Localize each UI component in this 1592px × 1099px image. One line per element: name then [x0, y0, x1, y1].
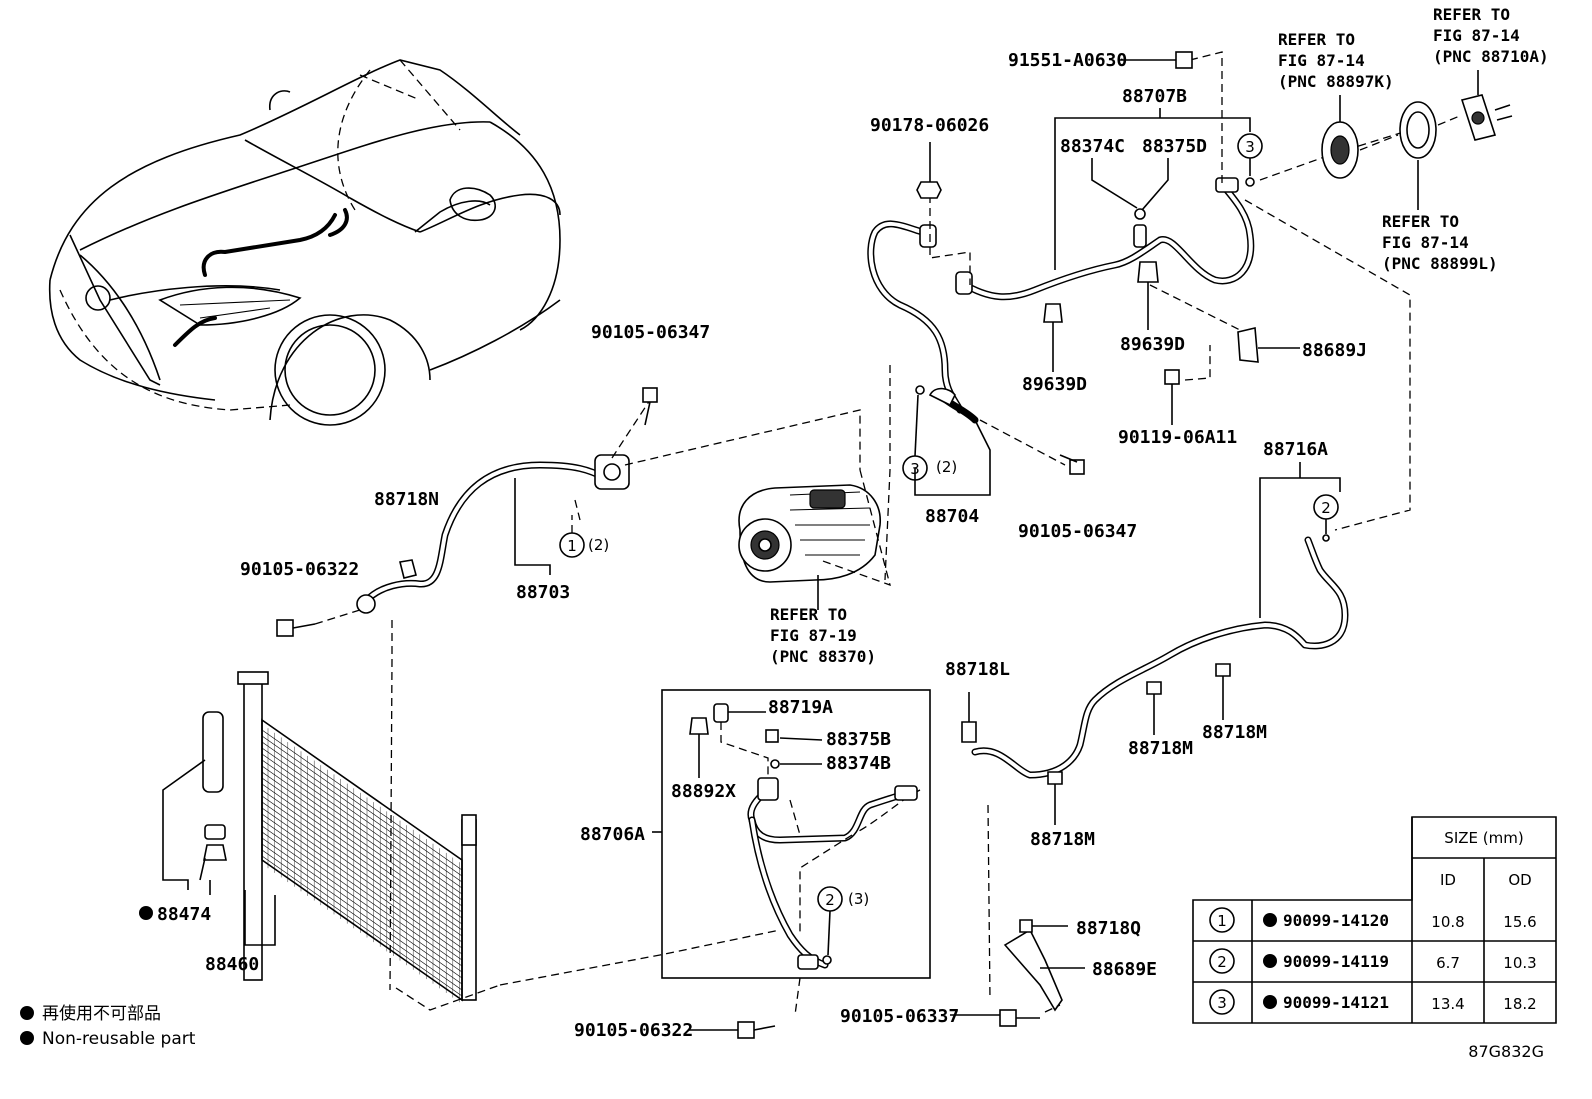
label-88718L[interactable]: 88718L	[945, 659, 1010, 680]
size-row-od: 18.2	[1503, 995, 1536, 1013]
refer-88370-line3[interactable]: (PNC 88370)	[770, 647, 876, 666]
liquid-tube-88716A	[851, 462, 1349, 836]
legend-text-en: Non-reusable part	[42, 1029, 196, 1049]
refer-88370-line2: FIG 87-19	[770, 626, 857, 645]
label-88689J[interactable]: 88689J	[1302, 340, 1367, 361]
size-row-ref: 1	[1217, 912, 1227, 930]
label-90105-06322-bottom[interactable]: 90105-06322	[574, 1020, 693, 1041]
callout-1-qty: (2)	[588, 536, 609, 554]
label-90178-06026[interactable]: 90178-06026	[870, 115, 989, 136]
label-88375D[interactable]: 88375D	[1142, 136, 1207, 157]
tube-box-88706A	[499, 689, 1085, 1039]
label-88718M-right[interactable]: 88718M	[1202, 722, 1267, 743]
legend-text-jp: 再使用不可部品	[42, 1003, 161, 1024]
size-table-row: 1 90099-14120 10.8 15.6	[1209, 907, 1537, 933]
refer-88899L-line2: FIG 87-14	[1382, 233, 1469, 252]
refer-88710A-line2: FIG 87-14	[1433, 26, 1520, 45]
label-88703[interactable]: 88703	[516, 582, 570, 603]
size-table-row: 2 90099-14119 6.7 10.3	[1209, 948, 1537, 974]
size-row-part[interactable]: 90099-14119	[1283, 952, 1389, 971]
label-90105-06347-lower[interactable]: 90105-06347	[1018, 521, 1137, 542]
size-table-header: SIZE (mm)	[1444, 829, 1523, 847]
label-88718Q[interactable]: 88718Q	[1076, 918, 1141, 939]
label-90119-06A11[interactable]: 90119-06A11	[1118, 427, 1237, 448]
refer-88899L-line3[interactable]: (PNC 88899L)	[1382, 254, 1498, 273]
legend-dot-en	[20, 1031, 34, 1045]
non-reusable-dot	[1263, 954, 1277, 968]
size-row-od: 15.6	[1503, 913, 1536, 931]
suction-tube-88707B	[916, 51, 1411, 531]
refer-88370-line1: REFER TO	[770, 605, 847, 624]
label-90105-06347-upper[interactable]: 90105-06347	[591, 322, 710, 343]
callout-2-right-number: 2	[1321, 499, 1331, 517]
size-row-id: 13.4	[1431, 995, 1464, 1013]
legend: 再使用不可部品 Non-reusable part	[20, 1003, 196, 1049]
label-88707B[interactable]: 88707B	[1122, 86, 1187, 107]
label-88718N[interactable]: 88718N	[374, 489, 439, 510]
label-88718M-lower[interactable]: 88718M	[1030, 829, 1095, 850]
callout-2-box-number: 2	[825, 891, 835, 909]
size-table: SIZE (mm) ID OD 1 90099-14120 10.8 15.6 …	[1192, 816, 1557, 1024]
suction-hose	[867, 220, 1085, 581]
label-88706A[interactable]: 88706A	[580, 824, 645, 845]
size-row-ref: 2	[1217, 953, 1227, 971]
label-88474[interactable]: 88474	[157, 904, 211, 925]
legend-dot-jp	[20, 1006, 34, 1020]
size-row-part[interactable]: 90099-14121	[1283, 993, 1389, 1012]
condenser	[162, 671, 501, 1011]
label-88689E[interactable]: 88689E	[1092, 959, 1157, 980]
label-88460[interactable]: 88460	[205, 954, 259, 975]
size-table-col-id: ID	[1440, 871, 1456, 889]
size-row-id: 6.7	[1436, 954, 1460, 972]
refer-88897K-line2: FIG 87-14	[1278, 51, 1365, 70]
callout-3-lower-qty: (2)	[936, 458, 957, 476]
car-illustration	[48, 59, 561, 426]
label-88716A[interactable]: 88716A	[1263, 439, 1328, 460]
non-reusable-dot-88474	[139, 906, 153, 920]
size-row-id: 10.8	[1431, 913, 1464, 931]
refer-88897K-line1: REFER TO	[1278, 30, 1355, 49]
expansion-valve-parts	[1321, 70, 1513, 210]
oring-callouts: 1 (2) 3 3 (2) 2 2 (3)	[559, 133, 1339, 956]
size-row-od: 10.3	[1503, 954, 1536, 972]
label-88375B[interactable]: 88375B	[826, 729, 891, 750]
label-88892X[interactable]: 88892X	[671, 781, 736, 802]
label-89639D-left[interactable]: 89639D	[1022, 374, 1087, 395]
label-90105-06337[interactable]: 90105-06337	[840, 1006, 959, 1027]
label-88374B[interactable]: 88374B	[826, 753, 891, 774]
size-row-part[interactable]: 90099-14120	[1283, 911, 1389, 930]
label-88719A[interactable]: 88719A	[768, 697, 833, 718]
label-91551-A0630[interactable]: 91551-A0630	[1008, 50, 1127, 71]
refer-88897K-line3[interactable]: (PNC 88897K)	[1278, 72, 1394, 91]
discharge-hose	[276, 387, 861, 991]
callout-3-upper-number: 3	[1245, 138, 1255, 156]
size-row-ref: 3	[1217, 994, 1227, 1012]
refer-notes: REFER TO FIG 87-14 (PNC 88897K) REFER TO…	[770, 5, 1549, 666]
refer-88710A-line1: REFER TO	[1433, 5, 1510, 24]
callout-2-box-qty: (3)	[848, 890, 869, 908]
non-reusable-dot	[1263, 995, 1277, 1009]
refer-88899L-line1: REFER TO	[1382, 212, 1459, 231]
figure-code: 87G832G	[1468, 1042, 1544, 1061]
callout-1-number: 1	[567, 537, 577, 555]
label-90105-06322-left[interactable]: 90105-06322	[240, 559, 359, 580]
callout-3-lower-number: 3	[910, 460, 920, 478]
size-table-row: 3 90099-14121 13.4 18.2	[1209, 989, 1537, 1015]
compressor	[738, 469, 891, 610]
label-89639D-right[interactable]: 89639D	[1120, 334, 1185, 355]
size-table-col-od: OD	[1508, 871, 1531, 889]
refer-88710A-line3[interactable]: (PNC 88710A)	[1433, 47, 1549, 66]
label-88374C[interactable]: 88374C	[1060, 136, 1125, 157]
label-88718M-left[interactable]: 88718M	[1128, 738, 1193, 759]
part-labels: 91551-A0630 88707B 90178-06026 88374C 88…	[139, 50, 1367, 1041]
non-reusable-dot	[1263, 913, 1277, 927]
label-88704[interactable]: 88704	[925, 506, 979, 527]
